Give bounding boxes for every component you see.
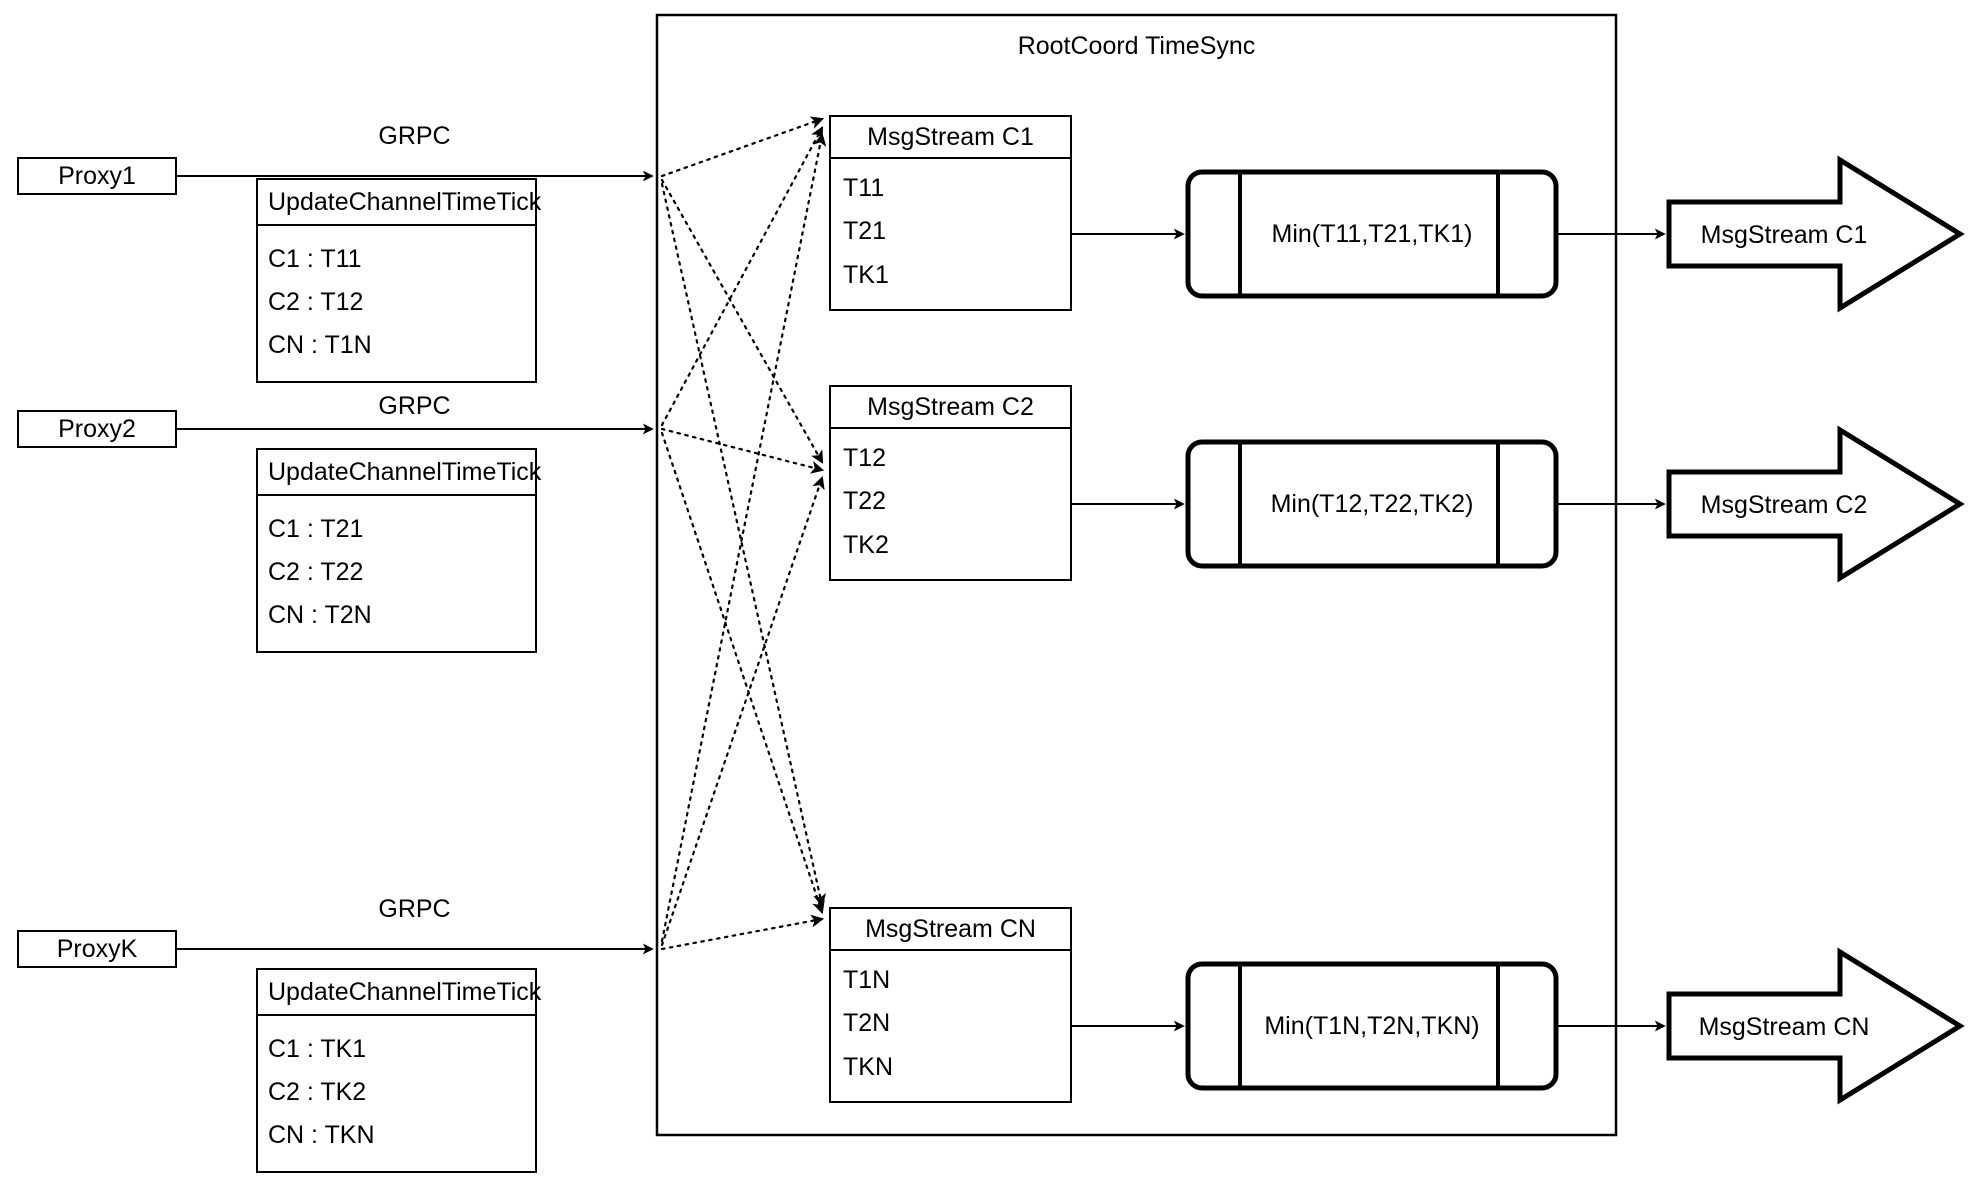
msgstream-entry: T22 [843, 487, 887, 516]
msgstream-entry: T12 [843, 444, 887, 473]
proxy-label-1: Proxy1 [58, 161, 136, 190]
uctt-entry: CN : TKN [268, 1121, 375, 1149]
proxy-label-3: ProxyK [56, 934, 138, 963]
min-label-3: Min(T1N,T2N,TKN) [1264, 1011, 1480, 1040]
update-channel-timetick-box-3: UpdateChannelTimeTick C1 : TK1 C2 : TK2 … [256, 968, 541, 1173]
proxy-label-2: Proxy2 [58, 414, 136, 443]
timetick-fanout [660, 116, 827, 951]
uctt-entry: C1 : T11 [268, 245, 362, 273]
proxy-box-1[interactable]: Proxy1 [17, 157, 177, 195]
min-box-2: Min(T12,T22,TK2) [1188, 442, 1556, 566]
uctt-entry: C2 : TK2 [268, 1078, 367, 1106]
update-channel-timetick-box-2: UpdateChannelTimeTick C1 : T21 C2 : T22 … [256, 448, 541, 653]
output-arrow-label-1: MsgStream C1 [1700, 221, 1868, 249]
min-label-1: Min(T11,T21,TK1) [1271, 219, 1473, 248]
min-box-3: Min(T1N,T2N,TKN) [1188, 964, 1556, 1088]
msgstream-entry: TK1 [843, 260, 889, 289]
msgstream-title-3: MsgStream CN [831, 909, 1070, 951]
uctt-entry: C2 : T22 [268, 558, 364, 586]
msgstream-entry: TKN [843, 1052, 893, 1081]
uctt-entries-1: C1 : T11 C2 : T12 CN : T1N [258, 226, 535, 381]
grpc-label-1: GRPC [378, 122, 451, 150]
uctt-entry: C1 : TK1 [268, 1035, 367, 1063]
msgstream-entry: T2N [843, 1009, 891, 1038]
msgstream-title-1: MsgStream C1 [831, 117, 1070, 159]
min-box-1: Min(T11,T21,TK1) [1188, 172, 1556, 296]
grpc-label-2: GRPC [378, 392, 451, 420]
output-arrow-label-3: MsgStream CN [1698, 1013, 1870, 1041]
update-channel-timetick-box-1: UpdateChannelTimeTick C1 : T11 C2 : T12 … [256, 178, 541, 383]
msgstream-entries-1: T11 T21 TK1 [831, 159, 1070, 309]
msgstream-box-1: MsgStream C1 T11 T21 TK1 [829, 115, 1072, 311]
msgstream-to-min-connectors [1072, 228, 1185, 1032]
msgstream-entry: T1N [843, 966, 891, 995]
min-label-2: Min(T12,T22,TK2) [1270, 489, 1474, 518]
msgstream-entries-2: T12 T22 TK2 [831, 429, 1070, 579]
uctt-entries-2: C1 : T21 C2 : T22 CN : T2N [258, 496, 535, 651]
uctt-title-2: UpdateChannelTimeTick [258, 450, 541, 496]
uctt-entry: CN : T1N [268, 331, 372, 359]
msgstream-entry: T11 [843, 174, 885, 203]
grpc-label-3: GRPC [378, 895, 451, 923]
proxy-box-3[interactable]: ProxyK [17, 930, 177, 968]
msgstream-entry: TK2 [843, 530, 889, 559]
min-to-output-connectors [1556, 228, 1666, 1032]
uctt-entries-3: C1 : TK1 C2 : TK2 CN : TKN [258, 1016, 535, 1171]
container-title: RootCoord TimeSync [1017, 32, 1256, 60]
msgstream-entries-3: T1N T2N TKN [831, 951, 1070, 1101]
msgstream-entry: T21 [843, 217, 887, 246]
uctt-title-3: UpdateChannelTimeTick [258, 970, 541, 1016]
output-arrow-label-2: MsgStream C2 [1700, 491, 1868, 519]
msgstream-box-3: MsgStream CN T1N T2N TKN [829, 907, 1072, 1103]
min-shapes [1185, 169, 1559, 1091]
uctt-entry: C2 : T12 [268, 288, 364, 316]
msgstream-box-2: MsgStream C2 T12 T22 TK2 [829, 385, 1072, 581]
uctt-entry: C1 : T21 [268, 515, 364, 543]
proxy-box-2[interactable]: Proxy2 [17, 410, 177, 448]
output-block-arrows [1666, 155, 1965, 1105]
uctt-entry: CN : T2N [268, 601, 372, 629]
msgstream-title-2: MsgStream C2 [831, 387, 1070, 429]
uctt-title-1: UpdateChannelTimeTick [258, 180, 541, 226]
